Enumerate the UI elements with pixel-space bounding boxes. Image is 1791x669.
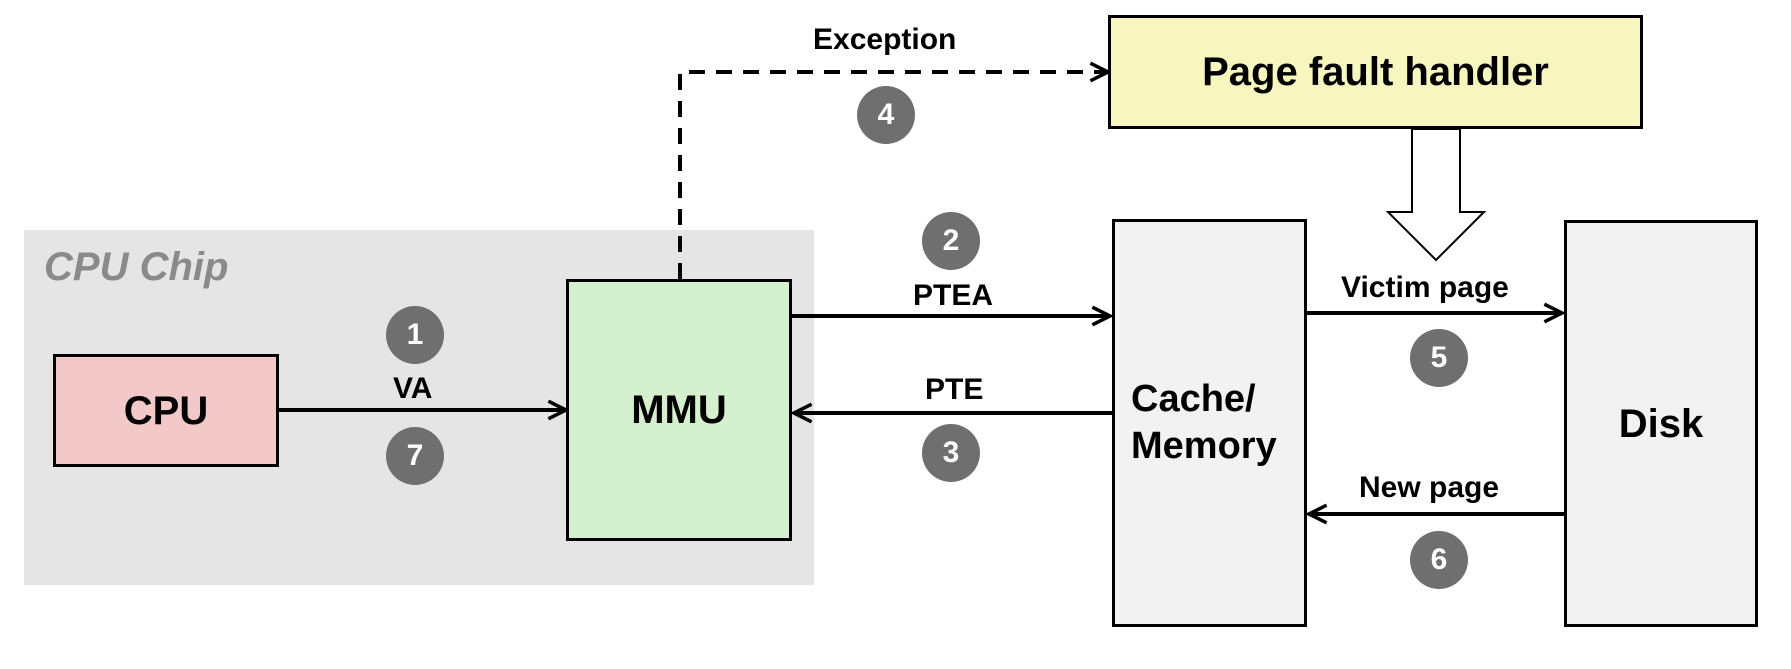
step-badge-2: 2: [922, 212, 980, 270]
victim-page-label: Victim page: [1341, 271, 1509, 304]
mmu-box: MMU: [566, 279, 792, 541]
step-badge-3: 3: [922, 424, 980, 482]
step-badge-4: 4: [857, 86, 915, 144]
cpu-chip-title: CPU Chip: [44, 245, 229, 289]
handler-block-arrow: [1385, 128, 1487, 262]
disk-box: Disk: [1564, 220, 1758, 627]
step-badge-6: 6: [1410, 531, 1468, 589]
exception-label: Exception: [813, 23, 957, 56]
step-badge-5: 5: [1410, 329, 1468, 387]
cpu-box: CPU: [53, 354, 279, 467]
pte-label: PTE: [925, 373, 984, 406]
exception-arrow: [678, 72, 1108, 279]
cache-memory-box: Cache/ Memory: [1112, 219, 1307, 627]
va-label: VA: [393, 372, 433, 405]
ptea-label: PTEA: [913, 279, 994, 312]
step-badge-7: 7: [386, 427, 444, 485]
page-fault-handler-box: Page fault handler: [1108, 15, 1643, 129]
step-badge-1: 1: [386, 306, 444, 364]
new-page-label: New page: [1359, 471, 1500, 504]
